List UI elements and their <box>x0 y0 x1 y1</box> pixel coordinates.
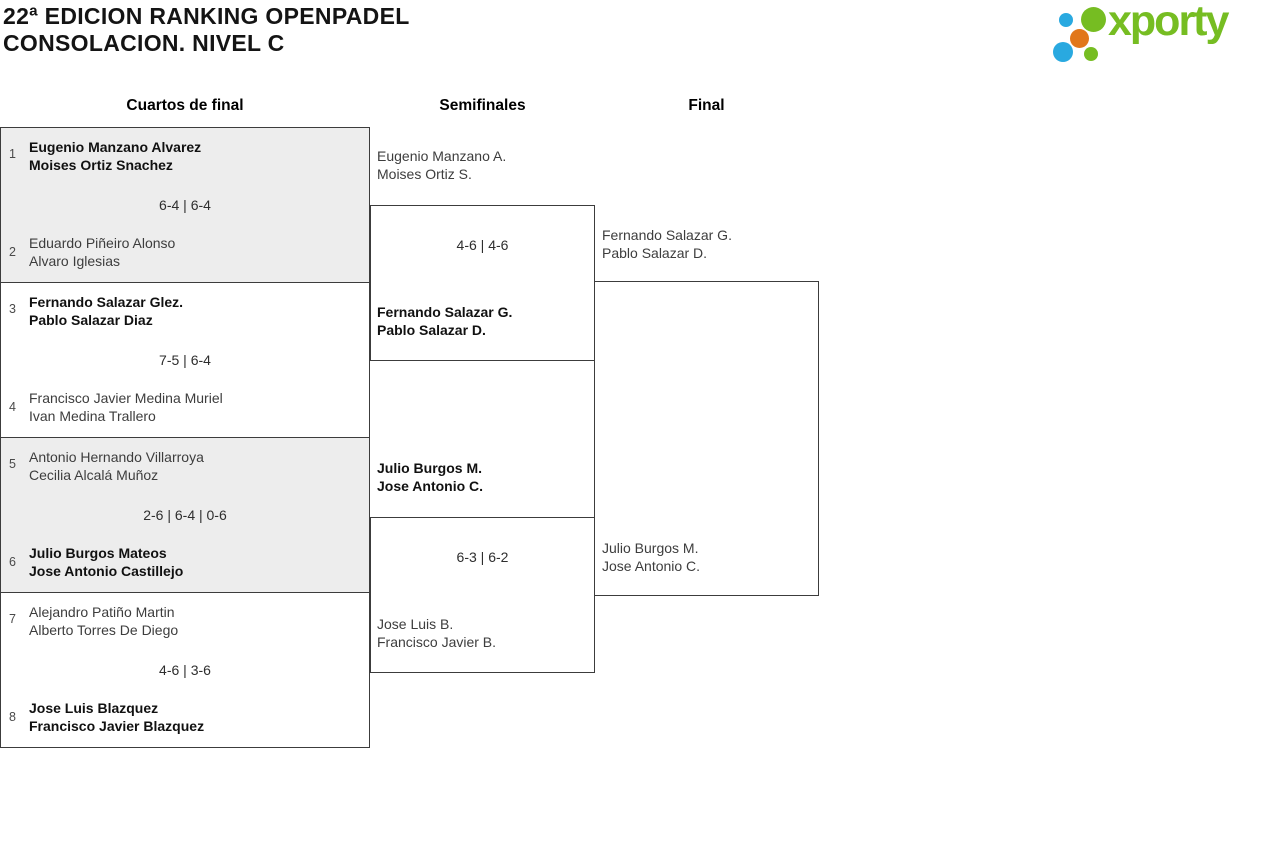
page-title-line-2: CONSOLACION. NIVEL C <box>3 30 285 56</box>
round-header-quarterfinals: Cuartos de final <box>126 97 244 114</box>
player-name: Moises Ortiz Snachez <box>29 157 173 173</box>
team-pair: Eduardo Piñeiro Alonso Alvaro Iglesias <box>29 234 175 270</box>
match-score: 2-6 | 6-4 | 0-6 <box>143 507 227 523</box>
logo-dot-blue-large-icon <box>1053 42 1073 62</box>
player-name: Francisco Javier Medina Muriel <box>29 390 223 406</box>
seed-number: 2 <box>9 245 16 259</box>
team-pair: Jose Luis B. Francisco Javier B. <box>377 615 496 651</box>
player-name: Fernando Salazar G. <box>377 304 513 320</box>
player-name: Jose Antonio C. <box>377 478 484 494</box>
logo-dot-green-large-icon <box>1081 7 1106 32</box>
round-header-final: Final <box>688 97 725 114</box>
xporty-logo[interactable]: xporty <box>1048 0 1276 76</box>
player-name: Jose Luis B. <box>377 616 454 632</box>
player-name: Eugenio Manzano Alvarez <box>29 139 202 155</box>
logo-dot-blue-small-icon <box>1059 13 1073 27</box>
team-pair: Fernando Salazar Glez. Pablo Salazar Dia… <box>29 293 183 329</box>
team-pair: Francisco Javier Medina Muriel Ivan Medi… <box>29 389 223 425</box>
match-score: 6-4 | 6-4 <box>159 197 211 213</box>
quarterfinal-match-1: 1 Eugenio Manzano Alvarez Moises Ortiz S… <box>0 127 370 283</box>
team-pair: Fernando Salazar G. Pablo Salazar D. <box>602 226 732 262</box>
quarterfinal-match-2: 3 Fernando Salazar Glez. Pablo Salazar D… <box>0 282 370 438</box>
player-name: Pablo Salazar D. <box>602 245 708 261</box>
team-pair: Eugenio Manzano Alvarez Moises Ortiz Sna… <box>29 138 201 174</box>
final-match <box>594 281 819 596</box>
team-pair: Eugenio Manzano A. Moises Ortiz S. <box>377 147 506 183</box>
logo-wordmark: xporty <box>1108 0 1229 45</box>
match-score: 4-6 | 3-6 <box>159 662 211 678</box>
seed-number: 5 <box>9 457 16 471</box>
seed-number: 7 <box>9 612 16 626</box>
logo-dot-orange-icon <box>1070 29 1089 48</box>
player-name: Fernando Salazar Glez. <box>29 294 184 310</box>
team-pair: Fernando Salazar G. Pablo Salazar D. <box>377 303 512 339</box>
player-name: Julio Burgos Mateos <box>29 545 167 561</box>
team-pair: Antonio Hernando Villarroya Cecilia Alca… <box>29 448 204 484</box>
match-score: 7-5 | 6-4 <box>159 352 211 368</box>
player-name: Ivan Medina Trallero <box>29 408 156 424</box>
player-name: Jose Antonio C. <box>602 558 701 574</box>
player-name: Antonio Hernando Villarroya <box>29 449 204 465</box>
page-title: 22ª EDICION RANKING OPENPADEL CONSOLACIO… <box>3 3 410 57</box>
player-name: Jose Antonio Castillejo <box>29 563 184 579</box>
quarterfinal-match-3: 5 Antonio Hernando Villarroya Cecilia Al… <box>0 437 370 593</box>
logo-dot-green-small-icon <box>1084 47 1098 61</box>
seed-number: 1 <box>9 147 16 161</box>
round-header-semifinals: Semifinales <box>439 97 526 114</box>
player-name: Moises Ortiz S. <box>377 166 472 182</box>
seed-number: 8 <box>9 710 16 724</box>
team-pair: Julio Burgos Mateos Jose Antonio Castill… <box>29 544 183 580</box>
player-name: Eugenio Manzano A. <box>377 148 507 164</box>
team-pair: Julio Burgos M. Jose Antonio C. <box>602 539 700 575</box>
player-name: Julio Burgos M. <box>602 540 699 556</box>
quarterfinal-match-4: 7 Alejandro Patiño Martin Alberto Torres… <box>0 592 370 748</box>
match-score: 6-3 | 6-2 <box>456 549 509 565</box>
team-pair: Julio Burgos M. Jose Antonio C. <box>377 459 483 495</box>
team-pair: Alejandro Patiño Martin Alberto Torres D… <box>29 603 178 639</box>
seed-number: 4 <box>9 400 16 414</box>
player-name: Francisco Javier Blazquez <box>29 718 205 734</box>
player-name: Alejandro Patiño Martin <box>29 604 175 620</box>
player-name: Jose Luis Blazquez <box>29 700 159 716</box>
player-name: Alberto Torres De Diego <box>29 622 179 638</box>
player-name: Eduardo Piñeiro Alonso <box>29 235 176 251</box>
player-name: Fernando Salazar G. <box>602 227 732 243</box>
match-score: 4-6 | 4-6 <box>456 237 509 253</box>
player-name: Julio Burgos M. <box>377 460 482 476</box>
team-pair: Jose Luis Blazquez Francisco Javier Blaz… <box>29 699 204 735</box>
player-name: Pablo Salazar D. <box>377 322 486 338</box>
page-title-line-1: 22ª EDICION RANKING OPENPADEL <box>3 3 410 29</box>
player-name: Pablo Salazar Diaz <box>29 312 153 328</box>
seed-number: 6 <box>9 555 16 569</box>
seed-number: 3 <box>9 302 16 316</box>
player-name: Cecilia Alcalá Muñoz <box>29 467 159 483</box>
player-name: Alvaro Iglesias <box>29 253 121 269</box>
player-name: Francisco Javier B. <box>377 634 497 650</box>
